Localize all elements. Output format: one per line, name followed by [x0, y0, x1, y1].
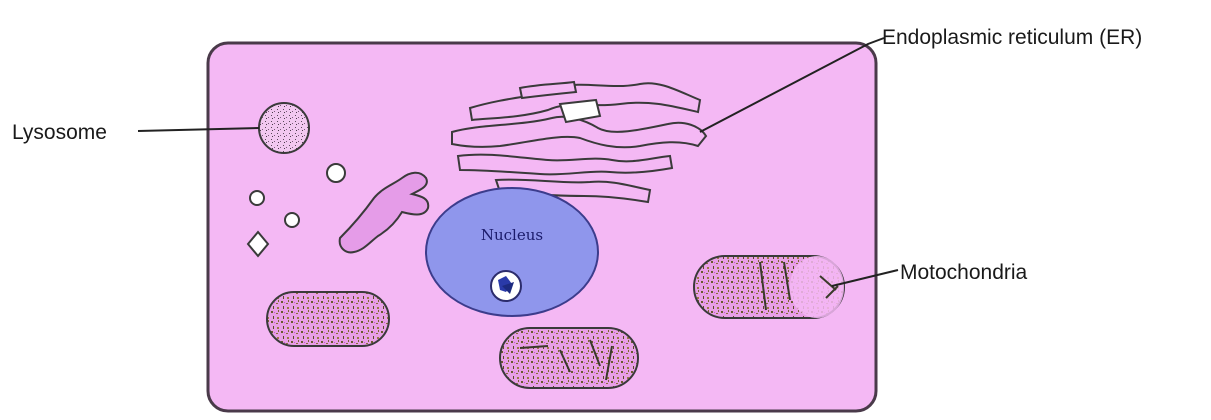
mitochondrion-left [267, 292, 389, 346]
er-label: Endoplasmic reticulum (ER) [882, 26, 1142, 49]
nucleolus [491, 271, 521, 301]
mitochondria-label: Motochondria [900, 261, 1028, 284]
lysosome-label: Lysosome [12, 121, 107, 144]
mitochondrion-bottom [500, 328, 638, 388]
nucleus-label: Nucleus [481, 226, 543, 244]
lysosome [259, 103, 309, 153]
